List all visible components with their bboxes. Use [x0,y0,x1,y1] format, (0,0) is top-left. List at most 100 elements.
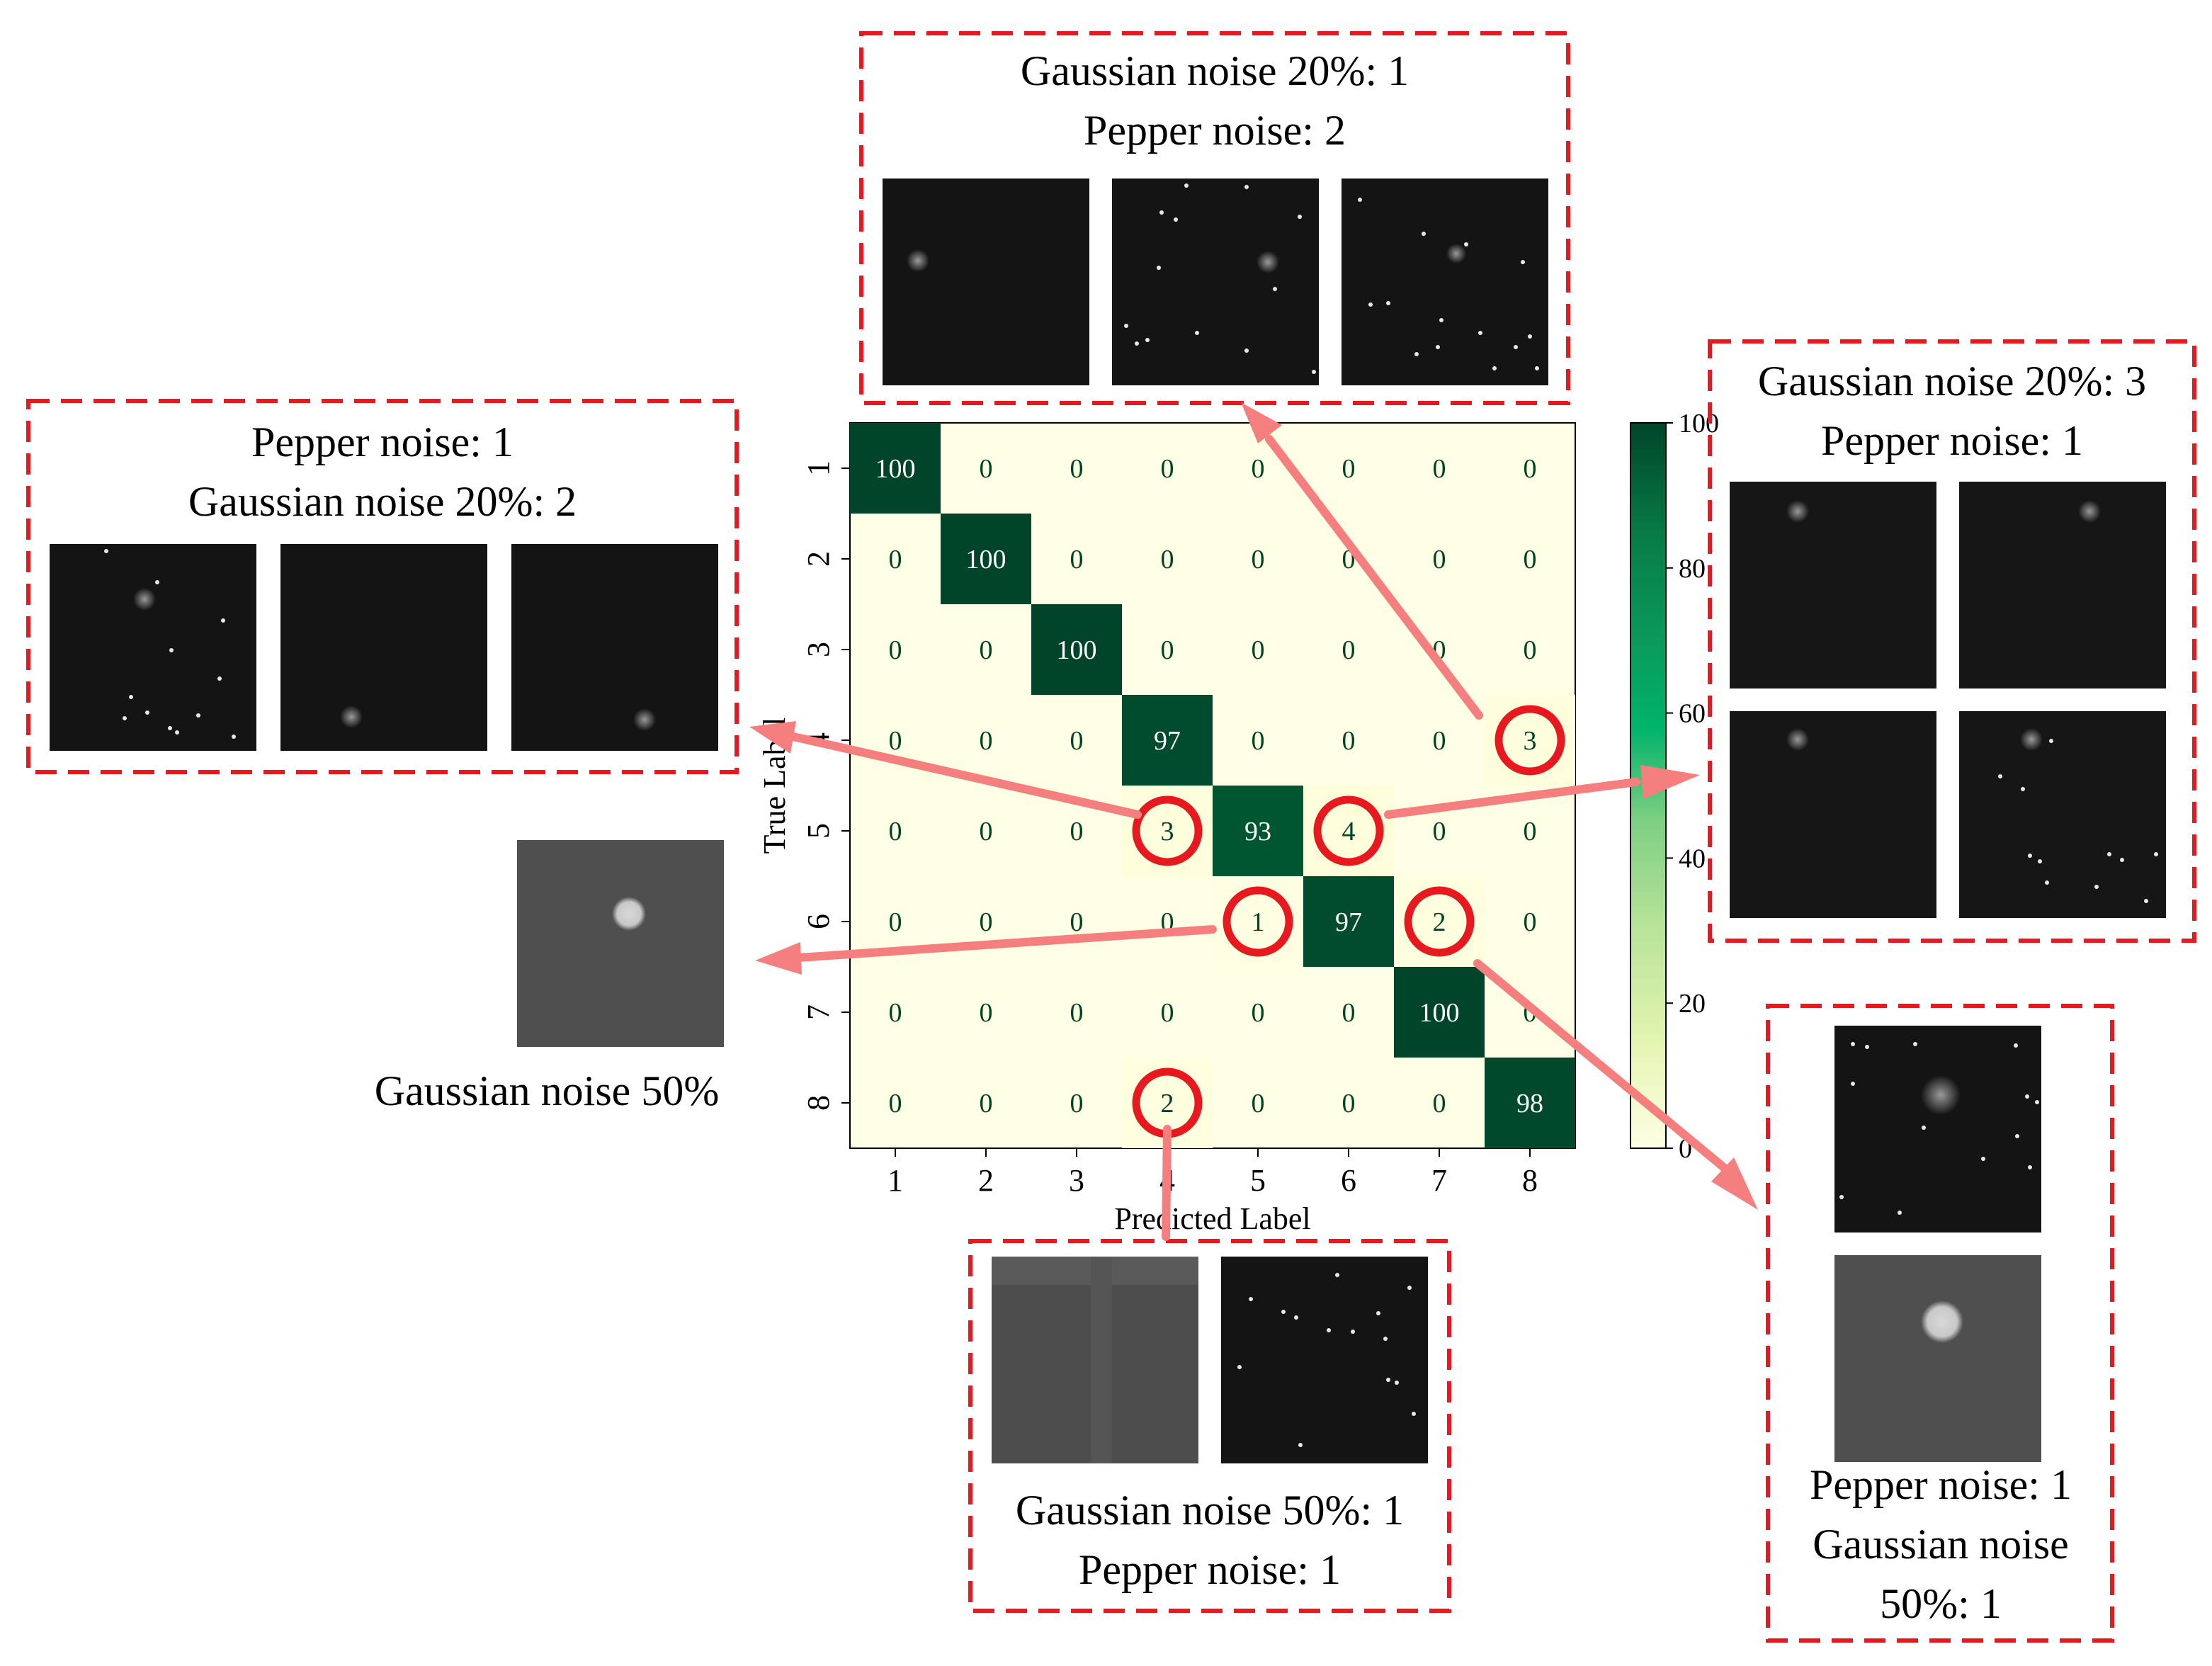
cell-value-label: 0 [1342,454,1356,484]
cell-value-label: 0 [1433,454,1446,484]
highlight-circle [1313,795,1384,866]
cell-value-label: 0 [980,1089,993,1118]
cell-value-label: 0 [980,635,993,665]
cell-value-label: 0 [1342,1089,1356,1118]
left-callout-box [26,399,739,774]
cell-value-label: 93 [1244,817,1271,846]
matrix-cell [1122,695,1213,786]
cell-value-label: 0 [1070,726,1084,756]
cell-value-label: 0 [889,726,902,756]
cell-value-label: 0 [1070,454,1084,484]
cell-value-label: 100 [875,454,916,484]
cell-value-label: 0 [889,1089,902,1118]
cell-value-label: 0 [980,907,993,937]
cell-value-label: 0 [889,998,902,1028]
arrow-to-left-box [749,721,1142,819]
bottom-callout-line1: Gaussian noise 50%: 1 [1016,1487,1404,1534]
thumb-right-3 [1730,711,1936,918]
y-tick-label: 2 [801,551,836,567]
x-tick-label: 1 [887,1163,903,1198]
bottom-callout-box [968,1239,1451,1613]
cell-value-label: 0 [889,817,902,846]
thumb-left-2 [280,544,487,751]
matrix-cell [850,423,941,514]
x-axis-label: Predicted Label [1114,1201,1310,1236]
right-callout-line1: Gaussian noise 20%: 3 [1758,358,2146,404]
matrix-cell [1213,786,1303,876]
x-tick-labels: 12345678 [887,1148,1538,1198]
x-tick-label: 6 [1341,1163,1356,1198]
thumb-top-3 [1342,178,1548,385]
y-tick-label: 3 [801,642,836,657]
matrix-cell [1485,1058,1575,1148]
highlight-circle [1494,705,1565,776]
cell-value-label: 0 [1342,998,1356,1028]
cell-value-label: 0 [1524,635,1537,665]
thumb-right-1 [1730,482,1936,688]
thumb-bottom-1 [992,1257,1198,1463]
sample-thumbnails [50,178,2166,1463]
colorbar-tick-label: 100 [1679,409,1719,438]
cell-value-label: 0 [1252,635,1265,665]
highlight-circle [1223,886,1293,957]
cell-value-label: 0 [1161,998,1174,1028]
cell-value-label: 2 [1161,1089,1174,1118]
cell-value-label: 100 [966,545,1006,574]
x-tick-label: 5 [1250,1163,1266,1198]
y-tick-label: 5 [801,823,836,839]
arrow-to-right-box [1384,765,1700,819]
arrows [749,402,1758,1241]
thumb-top-1 [883,178,1089,385]
matrix-cell [1303,876,1394,967]
cell-value-label: 0 [1433,817,1446,846]
cell-value-label: 0 [1070,907,1084,937]
matrix-cell [941,514,1031,604]
right-callout-line2: Pepper noise: 1 [1821,417,2083,464]
matrix-cell [1394,967,1485,1058]
cell-value-label: 100 [1057,635,1097,665]
x-tick-label: 3 [1069,1163,1084,1198]
top-callout-line2: Pepper noise: 2 [1084,107,1346,154]
cell-value-label: 0 [889,635,902,665]
cell-value-label: 0 [1070,998,1084,1028]
callout-boxes [26,31,2196,1643]
cell-value-label: 0 [1524,545,1537,574]
y-tick-label: 8 [801,1095,836,1111]
y-tick-label: 7 [801,1004,836,1020]
cell-value-label: 0 [1433,726,1446,756]
right-callout-box [1708,339,2196,943]
colorbar-tick-label: 40 [1679,844,1706,873]
cell-value-label: 2 [1433,907,1446,937]
cell-value-label: 0 [889,545,902,574]
thumb-right-2 [1959,482,2166,688]
bottom-right-callout-line2: Gaussian noise [1813,1521,2069,1568]
bottom-right-callout-line1: Pepper noise: 1 [1810,1461,2072,1508]
bottom-right-callout-box [1766,1004,2114,1643]
top-callout-box [859,31,1570,405]
cell-value-label: 0 [1161,545,1174,574]
arrow-to-bottom-box [1162,1125,1172,1241]
y-tick-label: 1 [801,460,836,476]
cell-value-label: 0 [1433,545,1446,574]
arrow-to-left-single [755,925,1217,975]
x-tick-label: 2 [978,1163,994,1198]
cell-value-label: 3 [1524,726,1537,756]
top-callout-line1: Gaussian noise 20%: 1 [1021,47,1409,94]
thumb-right-4 [1959,711,2166,918]
cell-value-label: 98 [1516,1089,1543,1118]
bottom-right-callout-line3: 50%: 1 [1880,1580,2002,1627]
cell-value-label: 0 [1252,454,1265,484]
cell-value-label: 3 [1161,817,1174,846]
colorbar-tick-label: 80 [1679,554,1706,584]
left-callout-line1: Pepper noise: 1 [251,419,514,465]
cell-value-label: 0 [1252,1089,1265,1118]
cell-value-label: 100 [1419,998,1460,1028]
cell-value-label: 0 [980,454,993,484]
thumb-top-2 [1112,178,1319,385]
cell-value-label: 0 [1524,817,1537,846]
cell-value-label: 0 [1433,1089,1446,1118]
thumb-left-1 [50,544,256,751]
